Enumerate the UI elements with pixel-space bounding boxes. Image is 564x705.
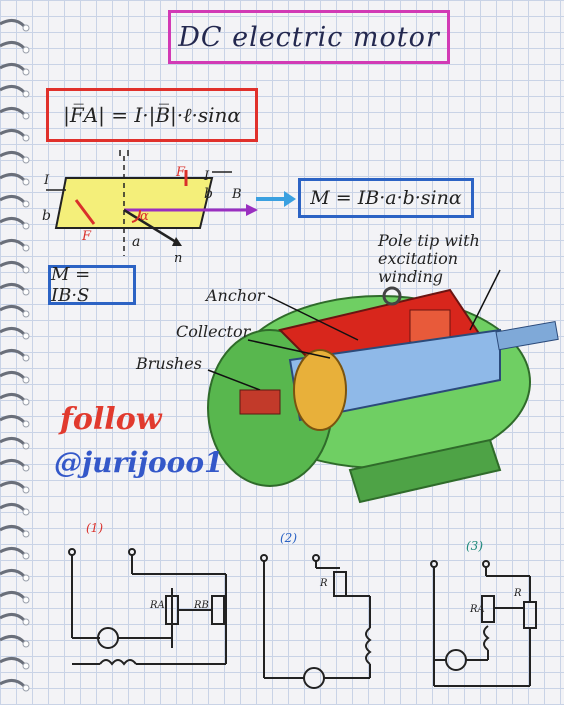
motor-illustration [207,286,559,504]
label-pole-tip: Pole tip with excitation winding [378,231,480,286]
current-frame-diagram: I I b b a F F B n α [42,150,258,266]
pole-tip [409,309,451,343]
circuit-1-resistor-a: RA [149,600,165,611]
label-force-top: F [175,165,186,180]
force-formula: |F̅A| = I·|B̅|·ℓ·sinα [63,102,241,127]
moment-formula-box: M = IB·a·b·sinα [298,178,474,218]
normal-vector [123,208,177,244]
circuit-2-number: (2) [280,531,297,545]
moment-short-formula: M = IB·S [51,264,91,306]
lifting-eye [382,286,402,306]
motor-leader-lines [207,269,501,390]
page-title: DC electric motor [178,21,440,53]
spiral-binding [0,19,30,692]
title-box: DC electric motor [168,10,450,64]
circuit-1: (1) RA RB [68,521,227,666]
force-vector-bottom [74,199,96,225]
circuit-3-resistor-b: R [513,588,522,599]
circuit-2-resistor: R [319,578,328,589]
motor-shaft [495,321,559,351]
label-side-b-left: b [42,208,51,224]
label-current-left: I [43,173,50,188]
circuit-3-resistor-a: RA [469,604,485,615]
frame-plane [54,177,214,229]
label-side-a: a [132,234,140,250]
circuit-1-resistor-b: RB [193,600,209,611]
circuit-2: (2) R [260,531,372,689]
motor-base [348,438,502,504]
brushes [239,389,281,415]
label-anchor: Anchor [206,286,265,305]
label-collector: Collector [176,322,251,341]
force-formula-box: |F̅A| = I·|B̅|·ℓ·sinα [46,88,258,142]
moment-formula: M = IB·a·b·sinα [310,187,462,209]
circuit-3: (3) RA R [430,539,537,687]
arrow-right-icon [256,191,296,207]
label-normal: n [174,251,182,266]
social-handle[interactable]: @jurijooo1 [54,446,224,479]
circuit-1-number: (1) [86,521,103,535]
follow-label: follow [60,402,162,437]
label-brushes: Brushes [136,354,202,373]
label-side-b-right: b [204,186,213,202]
label-force-bottom: F [81,229,92,244]
label-field: B [231,187,242,202]
label-current-right: I [203,169,210,184]
label-angle: α [140,209,149,224]
collector [293,349,347,431]
moment-short-formula-box: M = IB·S [48,264,136,306]
circuit-3-number: (3) [466,539,483,553]
